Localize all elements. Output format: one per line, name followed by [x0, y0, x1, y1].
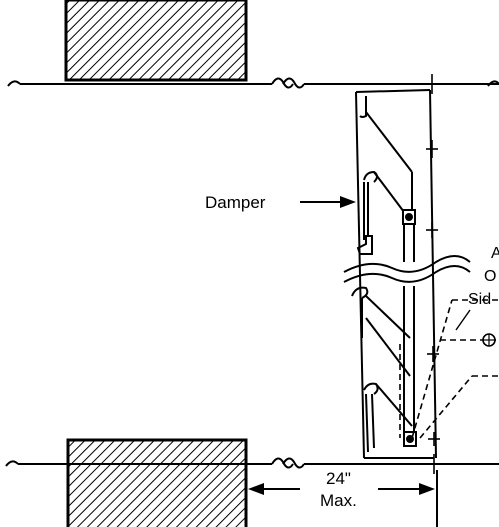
damper-leader-arrow — [300, 196, 356, 208]
damper-label: Damper — [205, 193, 266, 212]
dimension-arrow-right — [419, 483, 435, 495]
dimension-qualifier: Max. — [320, 491, 357, 510]
wavy-break — [343, 255, 471, 283]
dashed-linkage — [399, 299, 499, 439]
cut-label-line1: A — [491, 245, 499, 262]
upper-break-line — [7, 77, 499, 89]
dimension-arrow-left — [248, 483, 264, 495]
cut-label-leader — [455, 309, 471, 331]
upper-wall-section — [64, 0, 248, 82]
fastener-marks — [426, 74, 440, 474]
upper-damper-blade — [356, 96, 416, 262]
cut-label-line2: O — [484, 268, 496, 285]
pivot-circle — [482, 333, 496, 347]
lower-wall-section — [66, 438, 248, 527]
lower-break-line — [5, 457, 499, 469]
dimension-value: 24" — [326, 469, 351, 488]
cut-label-line3: Sid — [468, 291, 491, 308]
